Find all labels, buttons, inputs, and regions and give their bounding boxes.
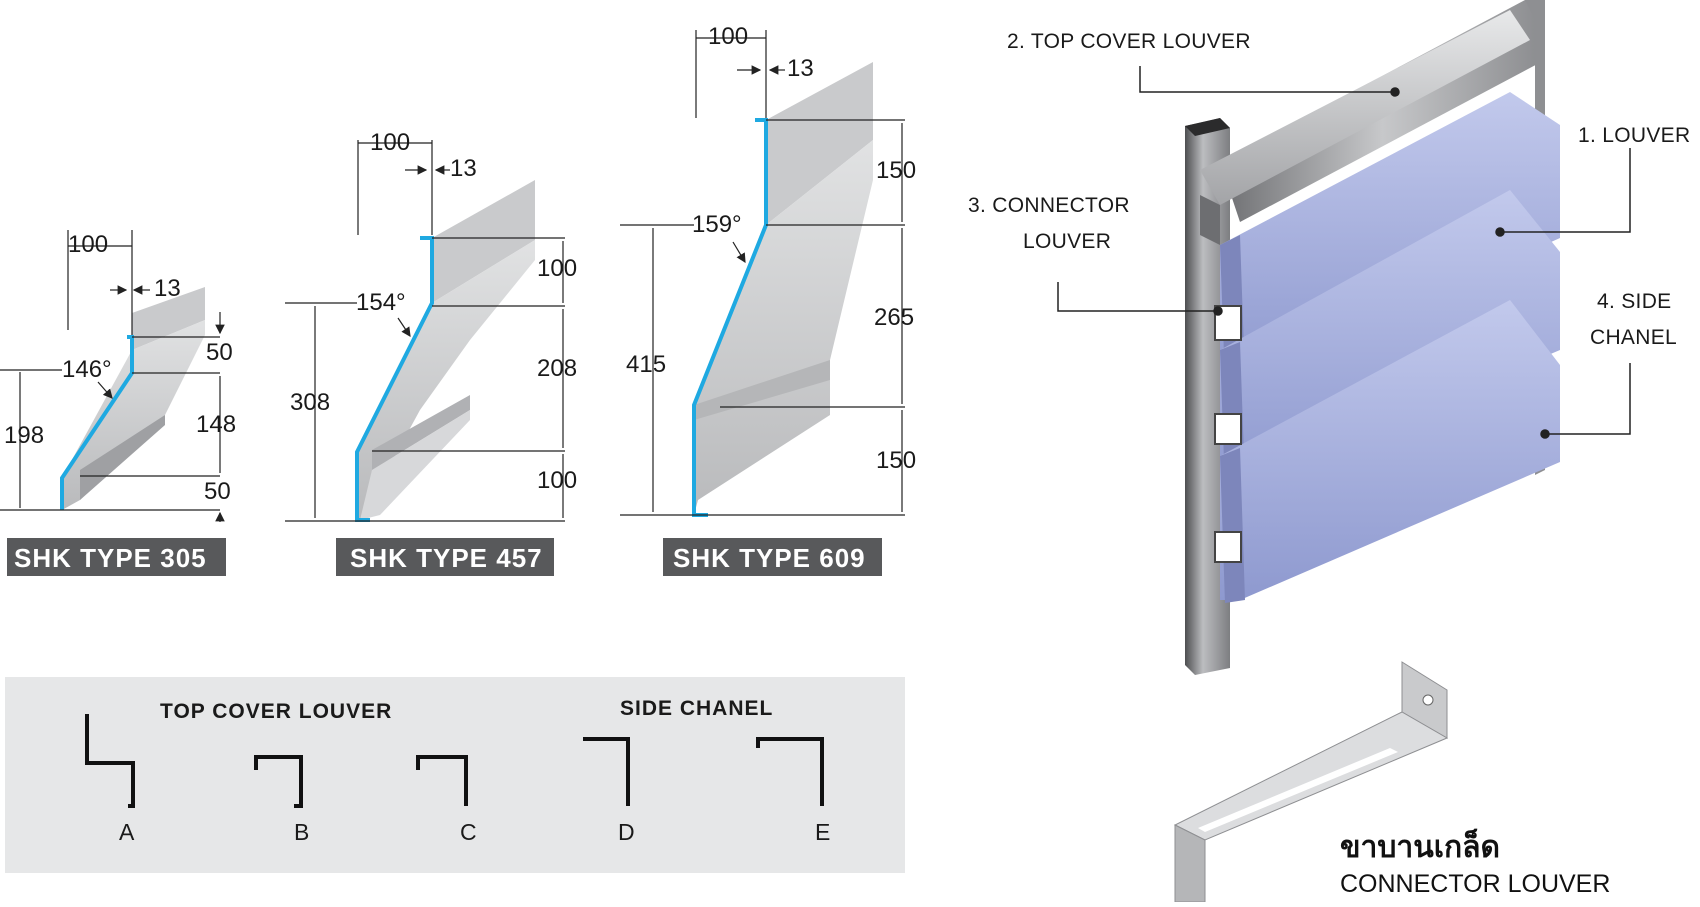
accessory-legend-panel: TOP COVER LOUVER SIDE CHANEL A B C D E	[5, 677, 905, 873]
profile-609-dim-bot: 150	[876, 447, 916, 474]
profile-e-letter: E	[815, 819, 830, 845]
profile-609-dim-top: 150	[876, 157, 916, 184]
profile-c-letter: C	[460, 819, 477, 845]
louver-blade-3	[1220, 300, 1560, 600]
connector-louver-detail	[1173, 661, 1449, 903]
profile-305-width: 100	[68, 231, 108, 258]
profile-305-total: 198	[4, 422, 44, 449]
profile-457-dim-bot: 100	[537, 467, 577, 494]
assembly-callouts	[1057, 66, 1631, 439]
profile-305-dimensions	[0, 230, 225, 522]
profile-a-shape	[85, 714, 135, 808]
profile-457-total: 308	[290, 389, 330, 416]
profile-457-shape	[355, 180, 535, 522]
profile-609-width: 100	[708, 23, 748, 50]
profile-457-angle: 154°	[356, 289, 406, 316]
profile-305-shape	[60, 287, 205, 510]
profile-305-dim-mid: 148	[196, 411, 236, 438]
profile-c-shape	[416, 755, 468, 806]
profile-b-letter: B	[294, 819, 309, 845]
profile-609-lip: 13	[787, 55, 814, 82]
profile-b-shape	[254, 755, 303, 808]
profile-305-lip: 13	[154, 275, 181, 302]
profile-305-badge	[7, 538, 226, 576]
callout-side-line2: CHANEL	[1590, 326, 1677, 349]
profile-457-badge	[336, 538, 554, 576]
profile-457-badge-label: SHK TYPE 457	[350, 543, 543, 573]
profile-609-dimensions	[620, 30, 905, 516]
profile-609-total: 415	[626, 351, 666, 378]
legend-top-cover-title: TOP COVER LOUVER	[160, 700, 392, 723]
connector-bracket-1	[1214, 305, 1242, 341]
profile-305-angle: 146°	[62, 356, 112, 383]
profile-609-badge-label: SHK TYPE 609	[673, 543, 866, 573]
profile-type-609: 100 13 159° 150 265 150 415 SHK TYPE 609	[620, 23, 916, 576]
profile-e-shape	[756, 737, 824, 806]
profile-type-305: 100 13 146° 50 148 50 198 SHK TYPE 305	[0, 230, 236, 576]
connector-bracket-2	[1214, 413, 1242, 445]
profile-type-457: 100 13 154° 100 208 100 308 SHK TYPE 457	[285, 129, 577, 576]
profile-305-badge-label: SHK TYPE 305	[14, 543, 207, 573]
profile-d-letter: D	[618, 819, 635, 845]
profile-457-dim-mid: 208	[537, 355, 577, 382]
legend-side-chanel-title: SIDE CHANEL	[620, 697, 773, 720]
callout-connector-line2: LOUVER	[1023, 230, 1111, 253]
callout-side-line1: 4. SIDE	[1597, 290, 1671, 313]
connector-english-label: CONNECTOR LOUVER	[1340, 870, 1610, 898]
profile-609-angle: 159°	[692, 211, 742, 238]
profile-a-letter: A	[119, 819, 135, 845]
louver-assembly-illustration	[1185, 0, 1560, 675]
callout-connector-line1: 3. CONNECTOR	[968, 194, 1130, 217]
profile-457-dimensions	[285, 140, 565, 522]
callout-top-cover-louver: 2. TOP COVER LOUVER	[1007, 30, 1251, 53]
connector-bracket-3	[1214, 531, 1242, 563]
profile-457-width: 100	[370, 129, 410, 156]
profile-457-dim-top: 100	[537, 255, 577, 282]
profile-d-shape	[583, 737, 630, 806]
profile-609-dim-mid: 265	[874, 304, 914, 331]
profile-457-lip: 13	[450, 155, 477, 182]
connector-thai-label: ขาบานเกล็ด	[1340, 828, 1500, 864]
profile-305-dim-top: 50	[206, 339, 233, 366]
profile-305-dim-bot: 50	[204, 478, 231, 505]
profile-609-badge	[663, 538, 882, 576]
callout-louver: 1. LOUVER	[1578, 124, 1690, 147]
profile-609-shape	[692, 62, 873, 517]
top-cover-louver	[1200, 10, 1530, 205]
